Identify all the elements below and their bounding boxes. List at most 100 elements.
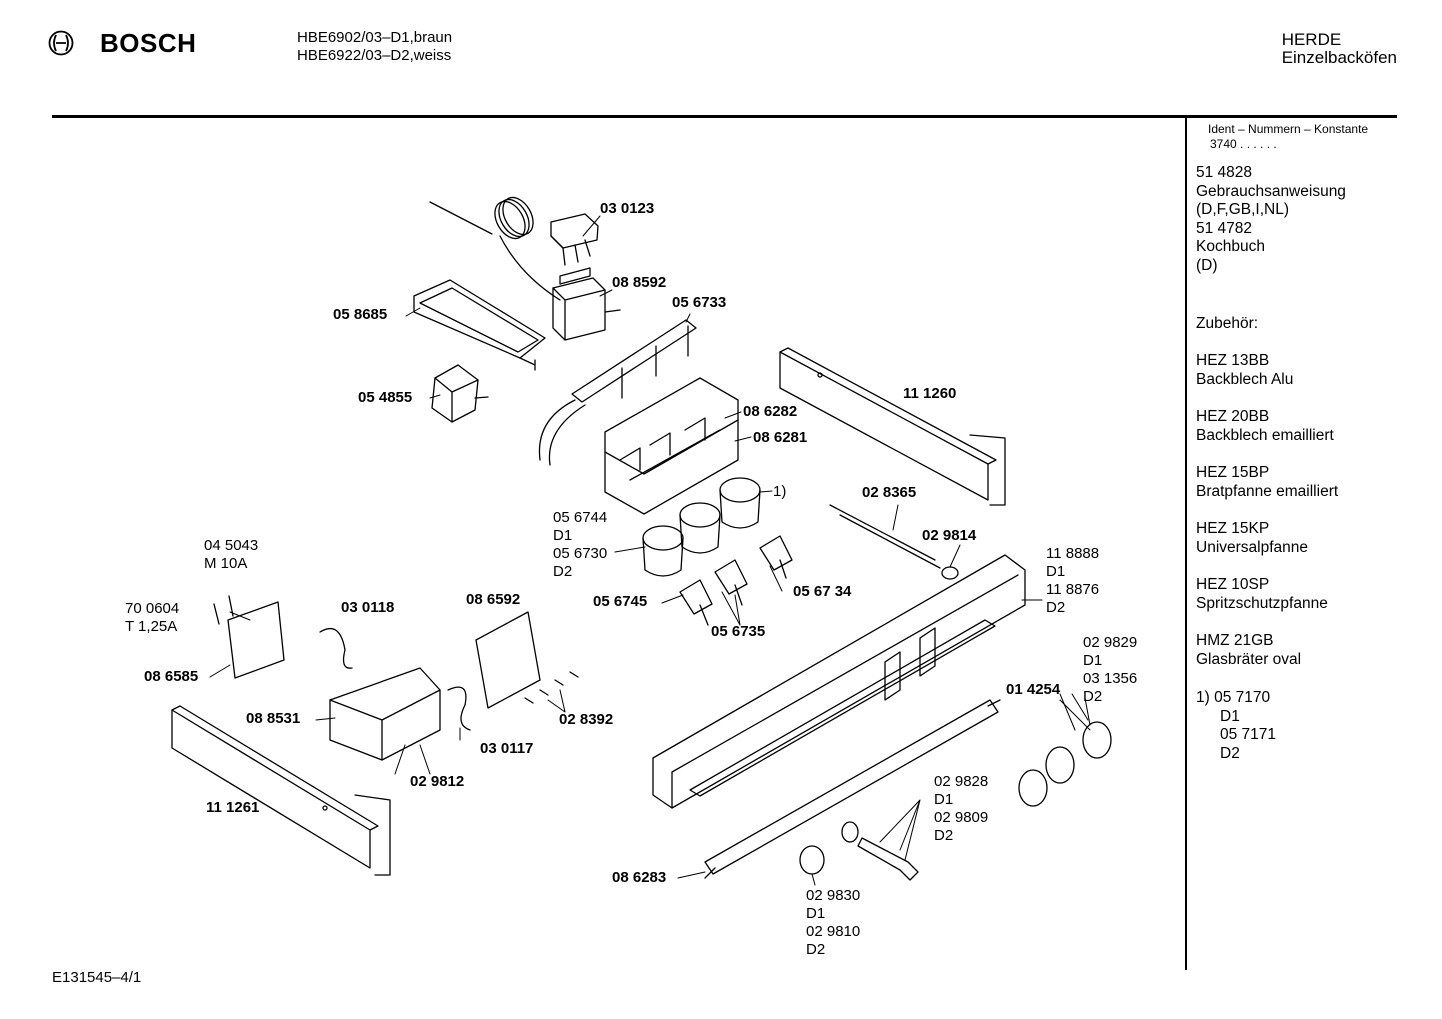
doc-line: (D,F,GB,I,NL) — [1196, 201, 1290, 218]
part-label: 02 8365 — [862, 484, 917, 501]
thermostat-assembly — [429, 196, 621, 341]
control-panel — [652, 554, 1026, 809]
variant-line: 02 9830 — [806, 887, 861, 904]
variant-line: M 10A — [204, 555, 248, 572]
variant-line: D1 — [553, 527, 573, 544]
accessory-code: HEZ 20BB — [1196, 408, 1270, 425]
part-label: 1) — [773, 483, 787, 500]
variant-line: D2 — [1046, 599, 1066, 616]
control-knobs — [642, 477, 761, 577]
indicator-bar — [538, 319, 697, 466]
bosch-logo-icon — [48, 30, 74, 56]
footnote-line: D2 — [1220, 744, 1240, 762]
part-label: 03 0117 — [480, 740, 534, 757]
accessory-code: HEZ 10SP — [1196, 576, 1270, 593]
doc-line: 51 4828 — [1196, 164, 1253, 181]
part-label: 08 6281 — [753, 429, 808, 446]
variant-line: 05 6744 — [553, 509, 608, 526]
relay-block-08-8531 — [329, 667, 441, 761]
relay-board-08-6592 — [475, 611, 541, 709]
part-variant-group: 02 9829 D1 03 1356 D2 — [1083, 634, 1137, 706]
accessory-item: HEZ 15KP Universalpfanne — [1196, 520, 1308, 557]
accessory-code: HMZ 21GB — [1196, 632, 1274, 649]
category-sub: Einzelbacköfen — [1281, 48, 1397, 67]
accessory-name: Glasbräter oval — [1196, 650, 1302, 668]
part-label: 05 67 34 — [793, 583, 852, 600]
light-cover — [413, 279, 546, 371]
variant-line: 02 9809 — [934, 809, 989, 826]
variant-line: 04 5043 — [204, 537, 259, 554]
sidebar-divider — [1185, 117, 1187, 970]
side-rail-left — [171, 705, 391, 876]
variant-line: 70 0604 — [125, 600, 180, 617]
accessory-item: HEZ 20BB Backblech emailliert — [1196, 408, 1334, 445]
part-label: 02 9814 — [922, 527, 977, 544]
connector-pins — [524, 671, 579, 704]
drawing-reference: E131545–4/1 — [52, 969, 142, 986]
push-buttons — [799, 821, 919, 881]
part-label: 08 8531 — [246, 710, 301, 727]
variant-line: 02 9828 — [934, 773, 989, 790]
accessory-item: HEZ 15BP Bratpfanne emailliert — [1196, 464, 1338, 501]
accessory-name: Backblech Alu — [1196, 370, 1294, 388]
footnote-block: 1) 05 7170 D1 05 7171 D2 — [1196, 689, 1276, 763]
part-variant-group: 02 9828 D1 02 9809 D2 — [934, 773, 988, 845]
rod-part — [829, 504, 959, 580]
part-label: 08 6283 — [612, 869, 667, 886]
accessory-item: HMZ 21GB Glasbräter oval — [1196, 632, 1301, 669]
variant-line: D2 — [806, 941, 826, 958]
accessory-code: HEZ 15KP — [1196, 520, 1270, 537]
brand-name: BOSCH — [100, 28, 197, 58]
accessory-name: Spritzschutzpfanne — [1196, 594, 1328, 612]
part-label: 11 1261 — [206, 799, 260, 816]
ident-block: Ident – Nummern – Konstante 3740 . . . .… — [1208, 122, 1368, 152]
model-list: HBE6902/03–D1,braun HBE6922/03–D2,weiss — [297, 29, 452, 65]
variant-line: 11 8876 — [1046, 581, 1100, 598]
variant-line: D1 — [1046, 563, 1066, 580]
part-label: 01 4254 — [1006, 681, 1061, 698]
doc-line: Gebrauchsanweisung — [1196, 182, 1346, 200]
footnote-line: 05 7171 — [1220, 726, 1277, 743]
variant-line: 11 8888 — [1046, 545, 1100, 562]
accessory-code: HEZ 15BP — [1196, 464, 1270, 481]
part-label: 08 6592 — [466, 591, 521, 608]
exploded-view-drawing — [171, 196, 1112, 886]
variant-line: T 1,25A — [125, 618, 178, 635]
accessory-item: HEZ 10SP Spritzschutzpfanne — [1196, 576, 1328, 613]
rotary-knobs — [1018, 721, 1112, 807]
part-label: 03 0118 — [341, 599, 395, 616]
part-label: 05 6733 — [672, 294, 727, 311]
header-divider — [52, 115, 1397, 118]
selector-switch — [431, 364, 489, 423]
variant-line: D1 — [806, 905, 826, 922]
side-rail-right — [779, 347, 1006, 506]
accessory-name: Bratpfanne emailliert — [1196, 482, 1339, 500]
doc-line: Kochbuch — [1196, 238, 1265, 255]
trim-strip — [704, 699, 1001, 879]
part-label: 08 6282 — [743, 403, 798, 420]
ident-value: 3740 . . . . . . — [1210, 137, 1277, 151]
switch-bracket — [604, 377, 739, 515]
part-variant-group: 04 5043 M 10A — [204, 537, 258, 573]
zubehoer-title: Zubehör: — [1196, 315, 1259, 332]
part-variant-group: 02 9830 D1 02 9810 D2 — [806, 887, 860, 959]
part-label: 05 6745 — [593, 593, 648, 610]
model-2: HBE6922/03–D2,weiss — [297, 47, 452, 64]
doc-line: 51 4782 — [1196, 219, 1253, 237]
variant-line: D1 — [1083, 652, 1103, 669]
part-label: 02 9812 — [410, 773, 465, 790]
accessory-name: Backblech emailliert — [1196, 426, 1334, 444]
doc-line: (D) — [1196, 256, 1218, 274]
ident-title: Ident – Nummern – Konstante — [1208, 122, 1369, 136]
variant-line: 02 9829 — [1083, 634, 1138, 651]
part-variant-group: 11 8888 D1 11 8876 D2 — [1046, 545, 1099, 617]
accessory-code: HEZ 13BB — [1196, 352, 1270, 369]
docs-block: 51 4828 Gebrauchsanweisung (D,F,GB,I,NL)… — [1196, 164, 1346, 275]
variant-line: 02 9810 — [806, 923, 861, 940]
part-variant-group: 70 0604 T 1,25A — [125, 600, 179, 636]
leader-lines — [209, 215, 1091, 886]
variant-line: D2 — [553, 563, 573, 580]
accessory-item: HEZ 13BB Backblech Alu — [1196, 352, 1293, 389]
control-spindles — [679, 535, 793, 626]
category-main: HERDE — [1281, 30, 1342, 49]
